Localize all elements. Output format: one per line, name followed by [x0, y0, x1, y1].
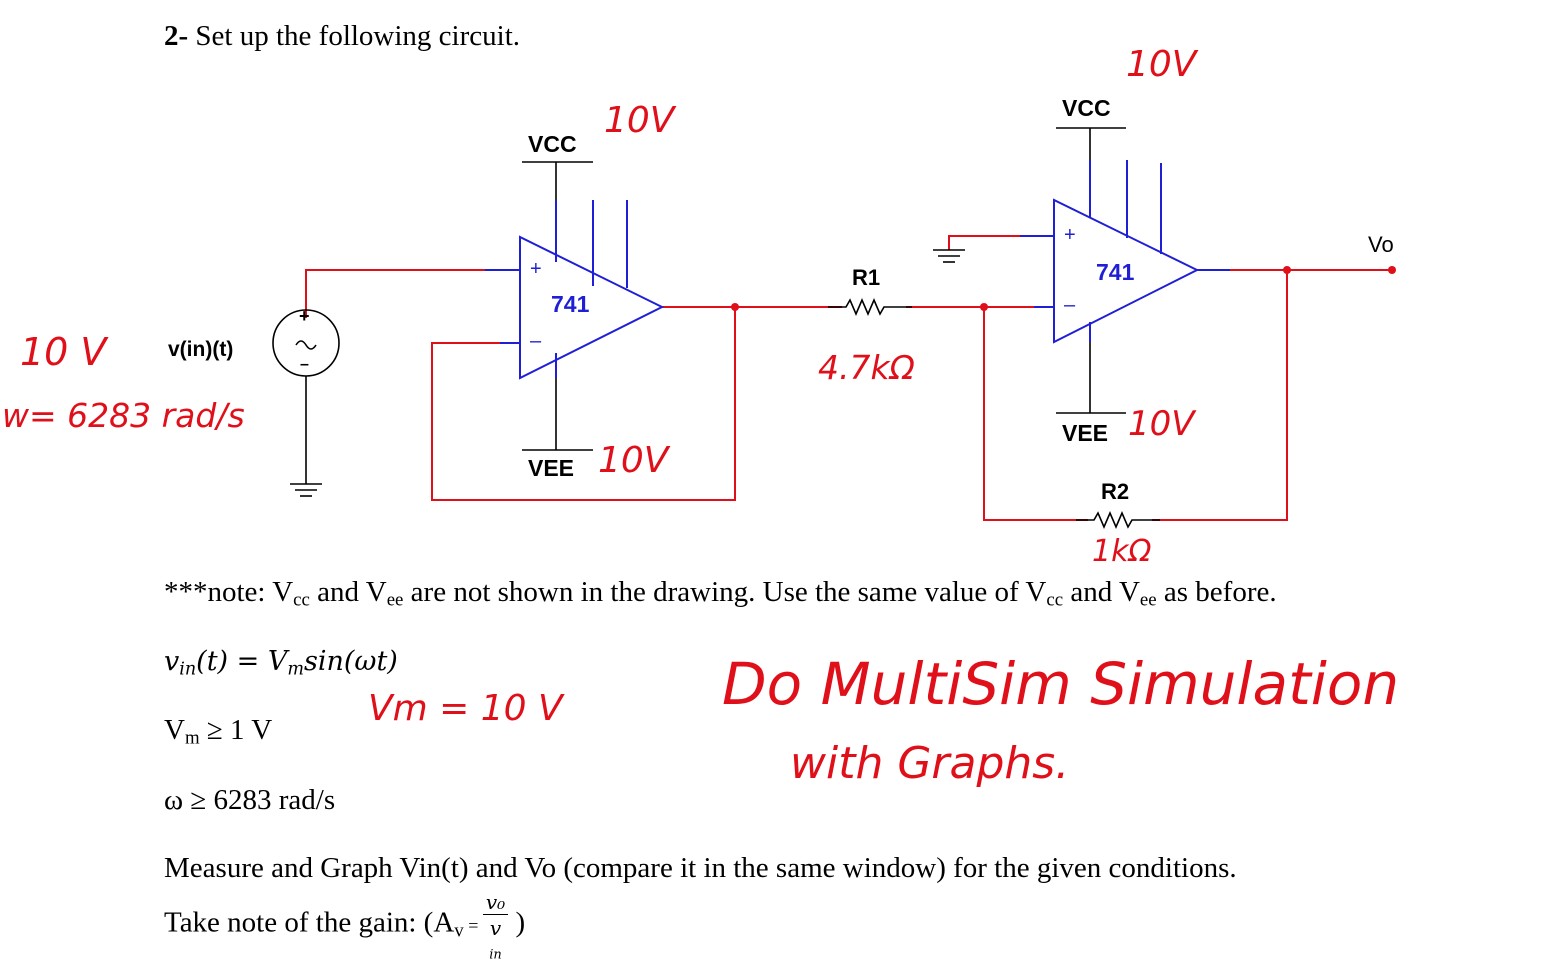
opamp2-model: 741 [1096, 259, 1135, 285]
resistor-r1 [828, 297, 912, 317]
opamp2-minus: – [1064, 294, 1076, 316]
junction-dot-3 [1283, 266, 1291, 274]
wire-ground-to-plus2 [948, 235, 1054, 250]
omega-condition: ω ≥ 6283 rad/s [164, 784, 336, 816]
hand-instruction-2: with Graphs. [790, 738, 1070, 789]
hand-vee2: 10V [1128, 404, 1195, 444]
wire-feedback1 [431, 307, 736, 501]
output-terminal-dot [1388, 266, 1396, 274]
opamp1-plus: + [530, 258, 542, 280]
voltage-source-symbol [272, 309, 340, 484]
output-label: Vo [1368, 232, 1394, 257]
opamp2-plus: + [1064, 224, 1076, 246]
heading-text: Set up the following circuit. [188, 20, 521, 52]
opamp1-model: 741 [551, 291, 590, 317]
source-minus: – [300, 356, 309, 373]
opamp-2 [1020, 160, 1230, 344]
hand-source-freq: w= 6283 rad/s [2, 396, 245, 435]
hand-vee1: 10V [598, 440, 669, 481]
opamp-1 [485, 200, 665, 380]
opamp1-minus: – [530, 330, 542, 352]
vcc1-label: VCC [528, 131, 577, 157]
vee2-label: VEE [1062, 420, 1109, 446]
r1-label: R1 [852, 265, 881, 290]
wire-r2-to-out [1152, 270, 1288, 521]
wire-source-to-plus1 [305, 269, 520, 318]
wires [305, 235, 1392, 521]
hand-instruction-1: Do MultiSim Simulation [722, 650, 1400, 718]
junction-dot-1 [731, 303, 739, 311]
heading-number: 2- [164, 20, 189, 52]
hand-r1-value: 4.7kΩ [818, 348, 915, 387]
vin-equation: vin(t) = Vmsin(ωt) [164, 646, 398, 680]
source-label: v(in)(t) [168, 338, 234, 361]
r2-label: R2 [1101, 479, 1130, 504]
hand-vcc2: 10V [1126, 44, 1197, 85]
resistor-r2 [1076, 510, 1160, 530]
vcc2-label: VCC [1062, 95, 1111, 121]
ground-symbols [290, 249, 965, 497]
hand-vm-value: Vm = 10 V [368, 688, 563, 729]
junction-dot-2 [980, 303, 988, 311]
vm-condition: Vm ≥ 1 V [164, 714, 273, 749]
hand-vcc1: 10V [604, 100, 675, 141]
note-text: ***note: Vcc and Vee are not shown in th… [164, 576, 1277, 611]
heading: 2- Set up the following circuit. [164, 20, 520, 53]
vee1-label: VEE [528, 455, 575, 481]
hand-source-amp: 10 V [20, 330, 107, 374]
hand-r2-value: 1kΩ [1092, 534, 1152, 569]
wire-minus2-to-r2 [983, 307, 1088, 521]
measure-text: Measure and Graph Vin(t) and Vo (compare… [164, 852, 1237, 884]
source-plus: + [299, 306, 310, 326]
